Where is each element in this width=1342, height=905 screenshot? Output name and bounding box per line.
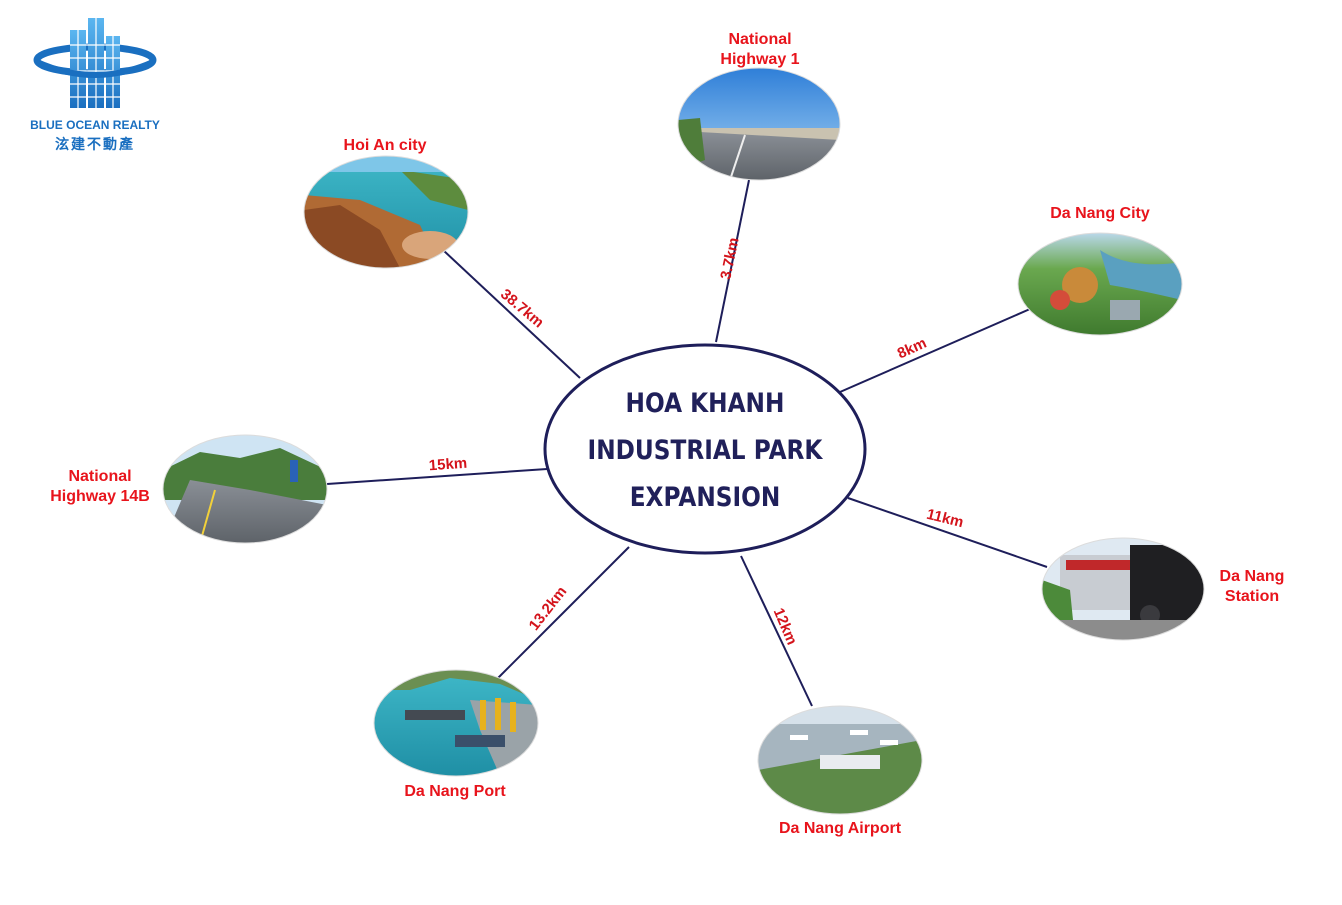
national-highway-14b-photo [163,435,327,543]
da-nang-city-photo [1018,233,1182,335]
center-ellipse [543,343,867,555]
label-national-highway-14b: National Highway 14B [50,468,150,505]
center-title: HOA KHANH INDUSTRIAL PARK EXPANSION [567,380,842,521]
connector-line-da-nang-city [839,308,1031,393]
da-nang-station-photo [1042,538,1204,640]
logo-name: BLUE OCEAN REALTY [30,118,160,132]
hoi-an-city-photo [304,156,468,268]
national-highway-1-photo [678,68,840,180]
connector-line-da-nang-port [496,546,630,680]
center-title-line-1: HOA KHANH [625,388,785,419]
connector-line-national-highway-1 [715,179,750,343]
blue-ocean-realty-logo [33,18,157,108]
label-da-nang-port: Da Nang Port [404,783,506,800]
da-nang-airport-photo [758,706,922,814]
label-da-nang-city: Da Nang City [1050,205,1150,222]
center-title-line-2: INDUSTRIAL PARK [587,435,823,466]
connector-lines [326,179,1048,707]
label-da-nang-airport: Da Nang Airport [778,820,902,837]
logo-subtitle: 泫建不動產 [55,137,135,153]
connector-line-hoi-an-city [442,249,581,379]
connector-line-national-highway-14b [326,468,548,485]
label-da-nang-station: Da Nang Station [1219,568,1285,605]
connector-line-da-nang-station [847,497,1048,568]
da-nang-port-photo [374,670,538,776]
center-title-line-3: EXPANSION [629,482,781,513]
label-hoi-an-city: Hoi An city [343,137,427,154]
connector-line-da-nang-airport [740,555,813,707]
label-national-highway-1: National Highway 1 [720,31,800,68]
